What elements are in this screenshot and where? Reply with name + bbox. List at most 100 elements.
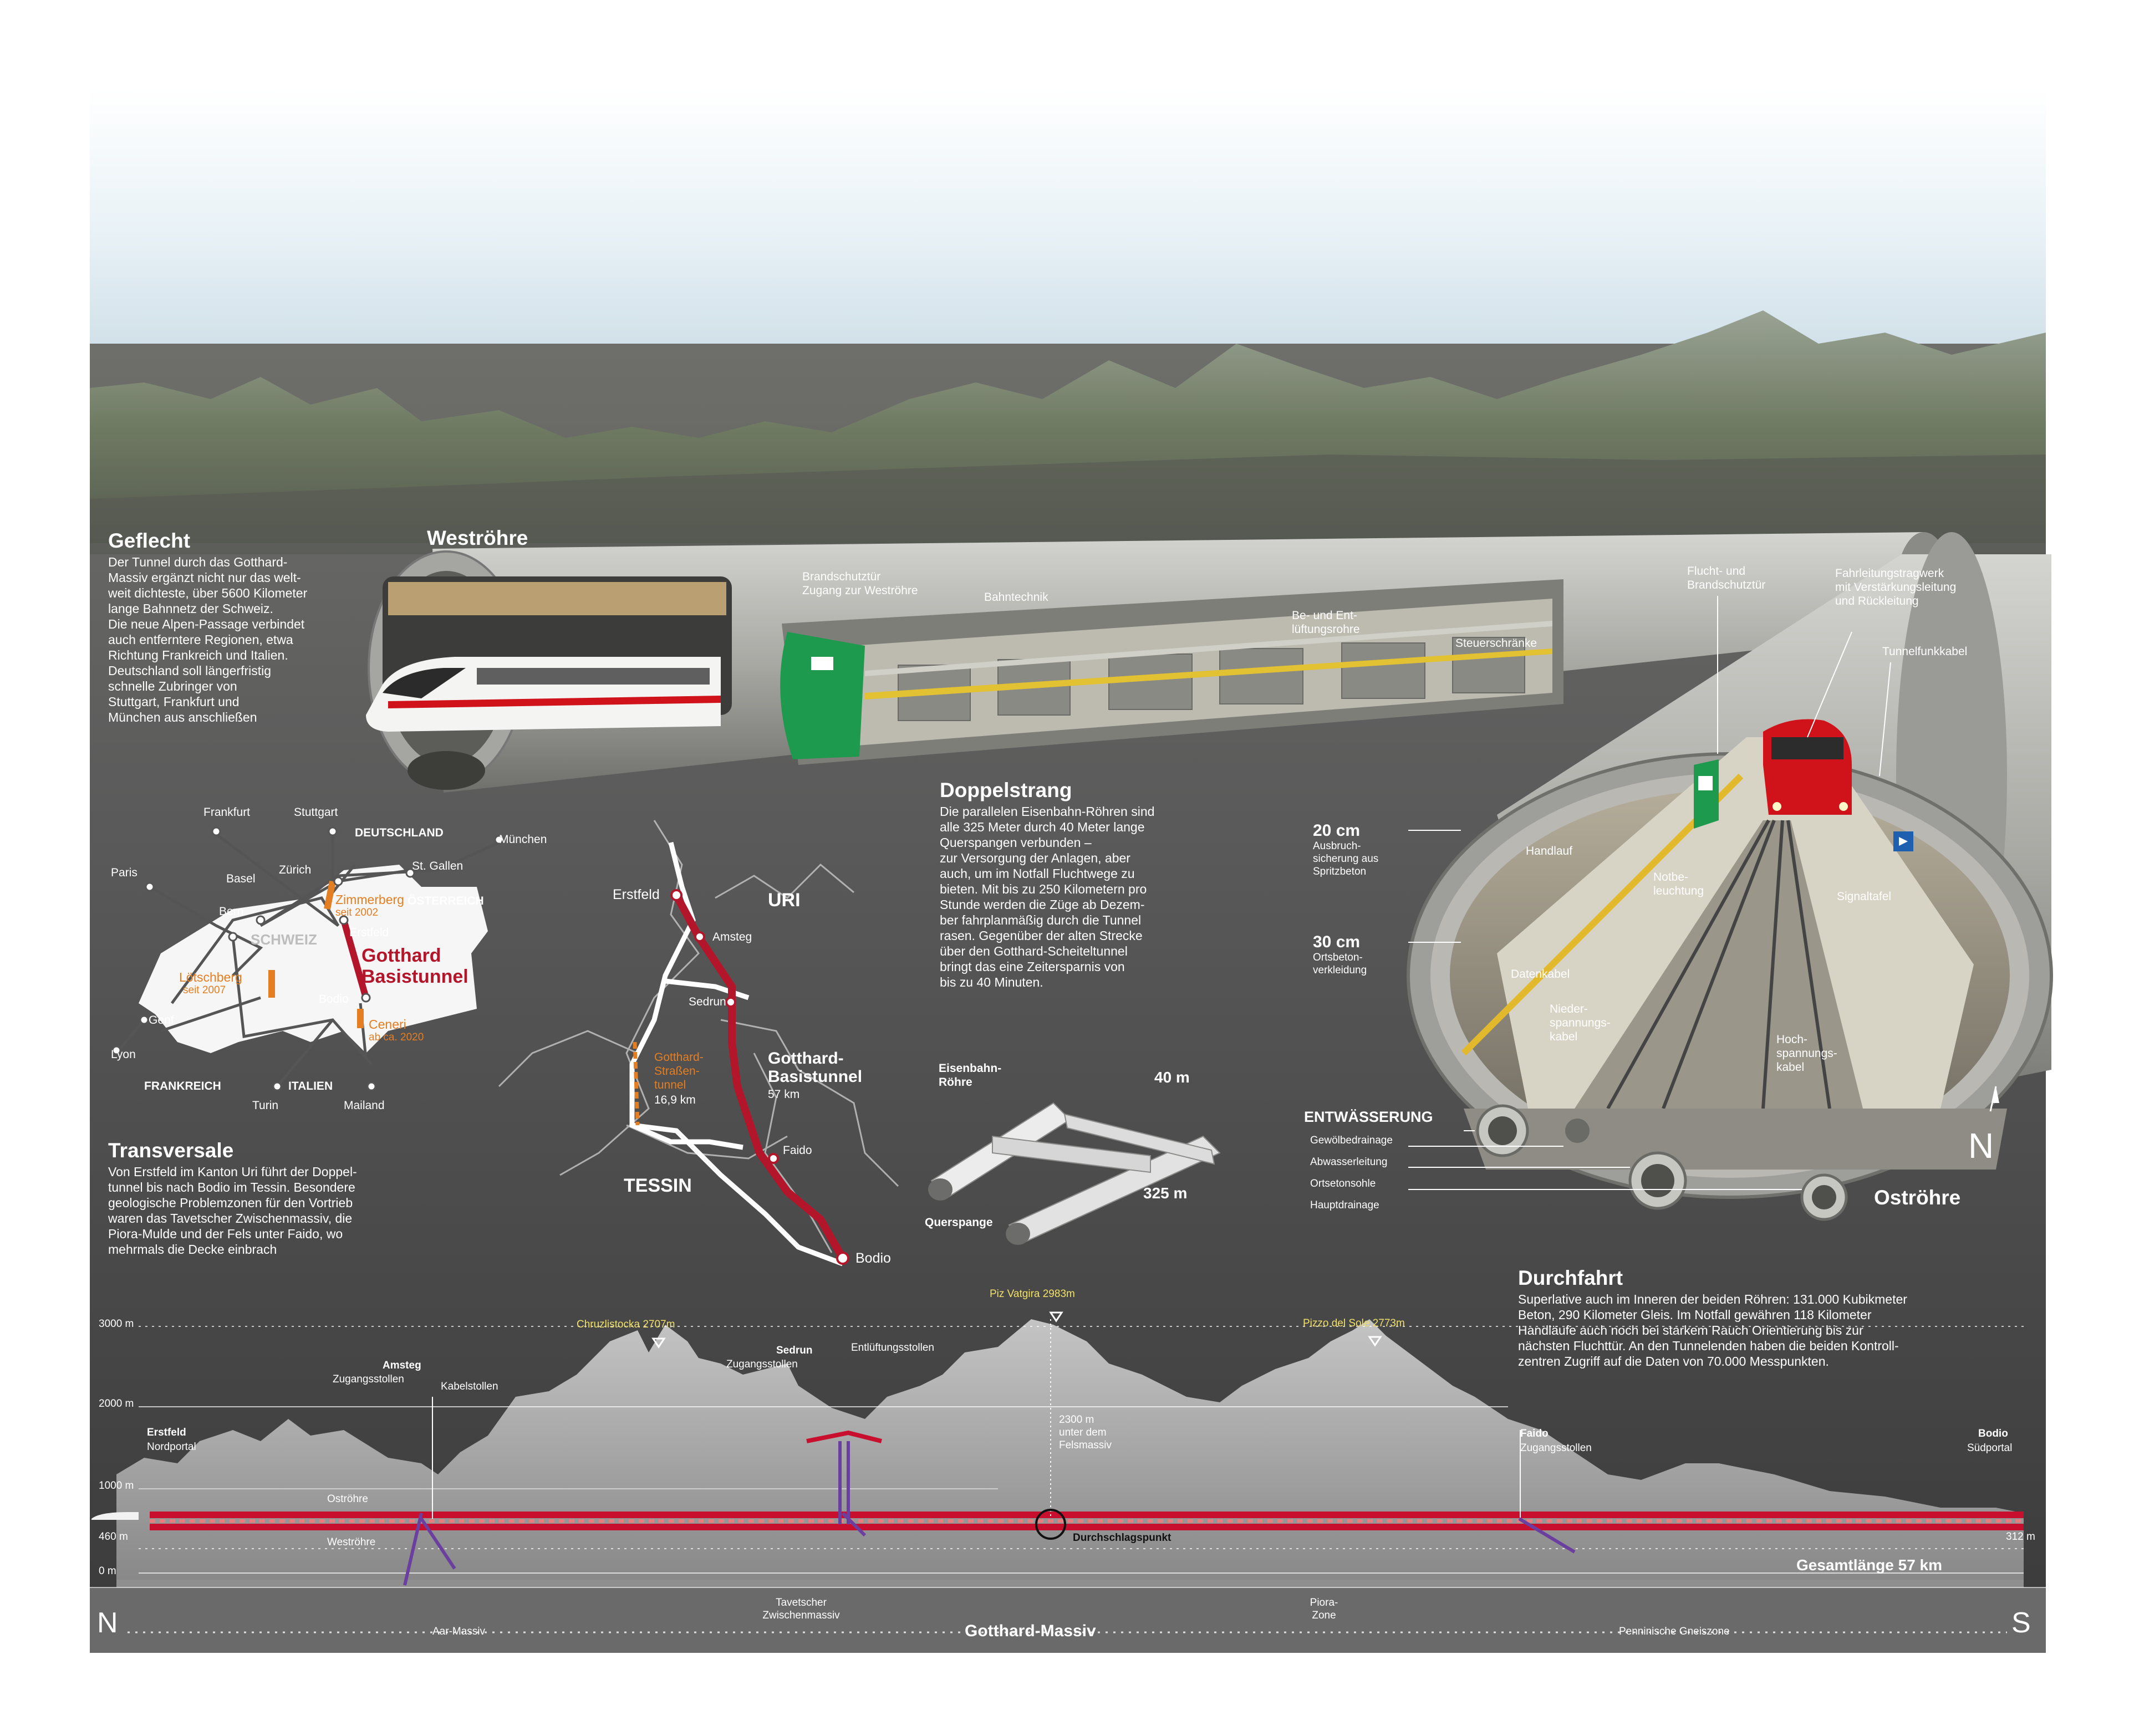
compass-north: N (1968, 1126, 1994, 1166)
profile-station-sedrun-sub: Zugangsstollen (726, 1359, 798, 1370)
callout-fluchttuer: Flucht- und Brandschutztür (1687, 565, 1766, 591)
map-city-bern: Bern (219, 905, 244, 918)
durchfahrt-title: Durchfahrt (1518, 1267, 1623, 1289)
doppelstrang-title: Doppelstrang (940, 779, 1072, 801)
profile-durchschlagspunkt: Durchschlagspunkt (1073, 1532, 1172, 1544)
oestroehre-label: Oströhre (1874, 1186, 1961, 1209)
profile-station-sedrun: Sedrun (776, 1345, 813, 1356)
layer-30cm-value: 30 cm (1313, 933, 1361, 951)
geology-tavetsch: Tavetscher Zwischenmassiv (762, 1597, 840, 1621)
callout-handlauf: Handlauf (1526, 845, 1573, 857)
region-base-tunnel-length: 57 km (768, 1088, 800, 1101)
region-station-sedrun: Sedrun (689, 995, 726, 1008)
region-station-faido: Faido (783, 1144, 812, 1157)
map-city-mailand: Mailand (344, 1099, 385, 1112)
geology-penninisch: Penninische Gneiszone (1619, 1626, 1730, 1637)
map-zimmerberg-year: seit 2002 (335, 907, 379, 918)
peak-piz-vatgira: Piz Vatgira 2983m (990, 1288, 1075, 1300)
map-zimmerberg: Zimmerberg (335, 892, 404, 907)
map-country-italien: ITALIEN (288, 1080, 333, 1092)
altitude-460: 460 m (99, 1531, 128, 1543)
map-country-oesterreich: ÖSTERREICH (408, 895, 484, 907)
profile-station-amsteg: Amsteg (383, 1360, 421, 1371)
map-city-turin: Turin (252, 1099, 279, 1112)
drainage-title: ENTWÄSSERUNG (1304, 1109, 1433, 1125)
region-uri: URI (768, 890, 801, 911)
callout-steuerschraenke: Steuerschränke (1455, 637, 1537, 650)
map-loetschberg: Lötschberg (179, 970, 242, 984)
map-city-bodio: Bodio (319, 993, 349, 1005)
profile-station-bodio-sub: Südportal (1967, 1442, 2013, 1454)
callout-datenkabel: Datenkabel (1511, 968, 1570, 981)
region-station-amsteg: Amsteg (712, 931, 752, 943)
callout-signaltafel: Signaltafel (1837, 890, 1892, 903)
profile-station-faido-sub: Zugangsstollen (1520, 1442, 1592, 1454)
drainage-abwasserleitung: Abwasserleitung (1310, 1156, 1388, 1168)
geology-gotthard-massiv: Gotthard-Massiv (965, 1622, 1096, 1640)
drainage-ortsetonsohle: Ortsetonsohle (1310, 1178, 1376, 1189)
callout-notbeleuchtung: Notbe- leuchtung (1653, 871, 1704, 897)
doppelstrang-body: Die parallelen Eisenbahn-Röhren sind all… (940, 804, 1155, 989)
callout-brandschutztuer-west: Brandschutztür Zugang zur Weströhre (802, 570, 918, 597)
region-base-tunnel: Gotthard- Basistunnel (768, 1049, 863, 1086)
altitude-312: 312 m (2006, 1531, 2035, 1543)
map-city-genf: Genf (149, 1014, 174, 1027)
map-country-schweiz: SCHWEIZ (251, 931, 317, 948)
map-city-stuttgart: Stuttgart (294, 806, 338, 819)
callout-niederspannungskabel: Nieder- spannungs- kabel (1550, 1003, 1611, 1043)
peak-chruzlistocka: Chruzlistocka 2707m (577, 1319, 675, 1330)
profile-oestroehre: Oströhre (327, 1493, 368, 1505)
altitude-1000: 1000 m (99, 1480, 134, 1492)
profile-station-faido: Faido (1520, 1428, 1549, 1439)
westroehre-label: Weströhre (427, 527, 528, 549)
profile-depth-note: 2300 m unter dem Felsmassiv (1059, 1414, 1112, 1451)
map-city-muenchen: München (499, 833, 547, 846)
callout-bahntechnik: Bahntechnik (984, 591, 1048, 604)
geology-north: N (97, 1607, 118, 1639)
profile-station-bodio: Bodio (1978, 1428, 2008, 1439)
altitude-3000: 3000 m (99, 1318, 134, 1330)
profile-westroehre: Weströhre (327, 1536, 376, 1548)
querspange-tube-label: Eisenbahn- Röhre (939, 1062, 1002, 1089)
map-city-st-gallen: St. Gallen (412, 860, 464, 872)
map-ceneri-year: ab ca. 2020 (369, 1032, 424, 1043)
map-gotthard-label: Gotthard Basistunnel (361, 945, 468, 987)
geflecht-body: Der Tunnel durch das Gotthard- Massiv er… (108, 555, 308, 724)
callout-tunnelfunkkabel: Tunnelfunkkabel (1882, 645, 1968, 658)
transversale-title: Transversale (108, 1139, 234, 1162)
map-country-deutschland: DEUTSCHLAND (355, 826, 444, 839)
map-city-paris: Paris (111, 866, 137, 879)
drainage-gewoelbedrainage: Gewölbedrainage (1310, 1135, 1393, 1146)
profile-station-erstfeld-sub: Nordportal (147, 1441, 196, 1453)
map-country-frankreich: FRANKREICH (144, 1080, 221, 1092)
switzerland-network-map (111, 826, 504, 1091)
geology-aar-massiv: Aar-Massiv (432, 1626, 486, 1637)
layer-30cm-text: Ortsbeton- verkleidung (1313, 952, 1367, 976)
profile-total-length: Gesamtlänge 57 km (1796, 1556, 1943, 1574)
region-station-erstfeld: Erstfeld (613, 887, 660, 902)
map-loetschberg-year: seit 2007 (183, 984, 226, 996)
geology-south: S (2011, 1607, 2031, 1639)
profile-station-erstfeld: Erstfeld (147, 1427, 186, 1438)
altitude-2000: 2000 m (99, 1398, 134, 1410)
region-road-tunnel-length: 16,9 km (654, 1094, 696, 1106)
profile-entlueftungsstollen: Entlüftungsstollen (851, 1342, 934, 1354)
callout-lueftungsrohre: Be- und Ent- lüftungsrohre (1292, 609, 1360, 636)
altitude-0: 0 m (99, 1565, 116, 1577)
transversale-body: Von Erstfeld im Kanton Uri führt der Dop… (108, 1165, 357, 1257)
layer-20cm-text: Ausbruch- sicherung aus Spritzbeton (1313, 840, 1379, 877)
querspange-dim-40: 40 m (1154, 1069, 1190, 1086)
querspange-dim-325: 325 m (1143, 1184, 1188, 1202)
querspange-diagram (928, 1102, 1221, 1245)
geology-piora-zone: Piora- Zone (1310, 1597, 1338, 1621)
geflecht-title: Geflecht (108, 529, 191, 552)
callout-fahrleitung: Fahrleitungstragwerk mit Verstärkungslei… (1835, 567, 1957, 607)
region-station-bodio: Bodio (855, 1250, 891, 1266)
map-city-zuerich: Zürich (279, 864, 312, 876)
profile-kabelstollen: Kabelstollen (441, 1381, 498, 1392)
layer-20cm-value: 20 cm (1313, 821, 1361, 840)
peak-pizzo-del-sole: Pizzo del Sole 2773m (1303, 1318, 1405, 1329)
region-tessin: TESSIN (624, 1175, 692, 1196)
durchfahrt-body: Superlative auch im Inneren der beiden R… (1518, 1292, 1907, 1369)
